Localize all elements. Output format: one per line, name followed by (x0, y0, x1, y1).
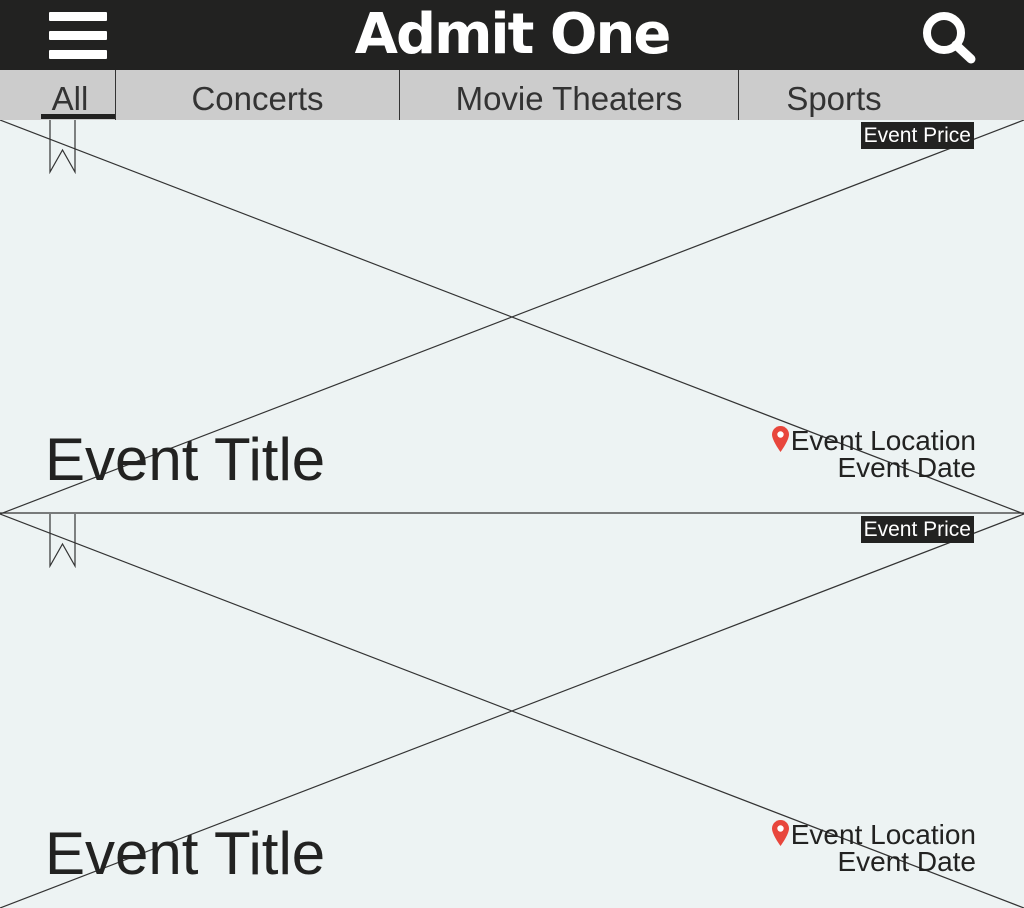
bookmark-icon[interactable] (49, 120, 76, 174)
tab-divider (115, 70, 116, 120)
event-title: Event Title (45, 426, 326, 493)
tab-label: Movie Theaters (455, 80, 683, 117)
category-tabs: All Concerts Movie Theaters Sports (0, 70, 1024, 120)
image-placeholder (0, 120, 1024, 514)
event-location: Event Location (771, 819, 976, 850)
map-pin-icon (771, 426, 789, 452)
event-title: Event Title (45, 820, 326, 887)
map-pin-icon (771, 820, 789, 846)
event-price: Event Price (860, 516, 974, 543)
tab-all[interactable]: All (40, 70, 100, 120)
event-location-text: Event Location (790, 819, 976, 850)
app-header: Admit One (0, 0, 1024, 70)
tab-concerts[interactable]: Concerts (116, 70, 399, 120)
tab-divider (738, 70, 739, 120)
tab-sports[interactable]: Sports (739, 70, 929, 120)
event-card[interactable]: Event Price Event Title Event Location E… (0, 514, 1024, 908)
hamburger-menu-icon[interactable] (49, 12, 107, 60)
event-meta: Event Location Event Date (771, 819, 976, 877)
event-date: Event Date (837, 846, 976, 877)
tab-label: All (51, 80, 89, 117)
tab-selected-indicator (41, 114, 116, 119)
event-location-text: Event Location (790, 425, 976, 456)
event-meta: Event Location Event Date (771, 425, 976, 483)
tab-label: Sports (786, 80, 882, 117)
tab-divider (399, 70, 400, 120)
event-card[interactable]: Event Price Event Title Event Location E… (0, 120, 1024, 514)
tab-label: Concerts (191, 80, 324, 117)
event-price: Event Price (860, 122, 974, 149)
event-date: Event Date (837, 452, 976, 483)
bookmark-icon[interactable] (49, 514, 76, 568)
event-location: Event Location (771, 425, 976, 456)
image-placeholder (0, 514, 1024, 908)
app-title: Admit One (354, 2, 672, 67)
tab-movie-theaters[interactable]: Movie Theaters (400, 70, 738, 120)
search-icon[interactable] (920, 10, 978, 64)
